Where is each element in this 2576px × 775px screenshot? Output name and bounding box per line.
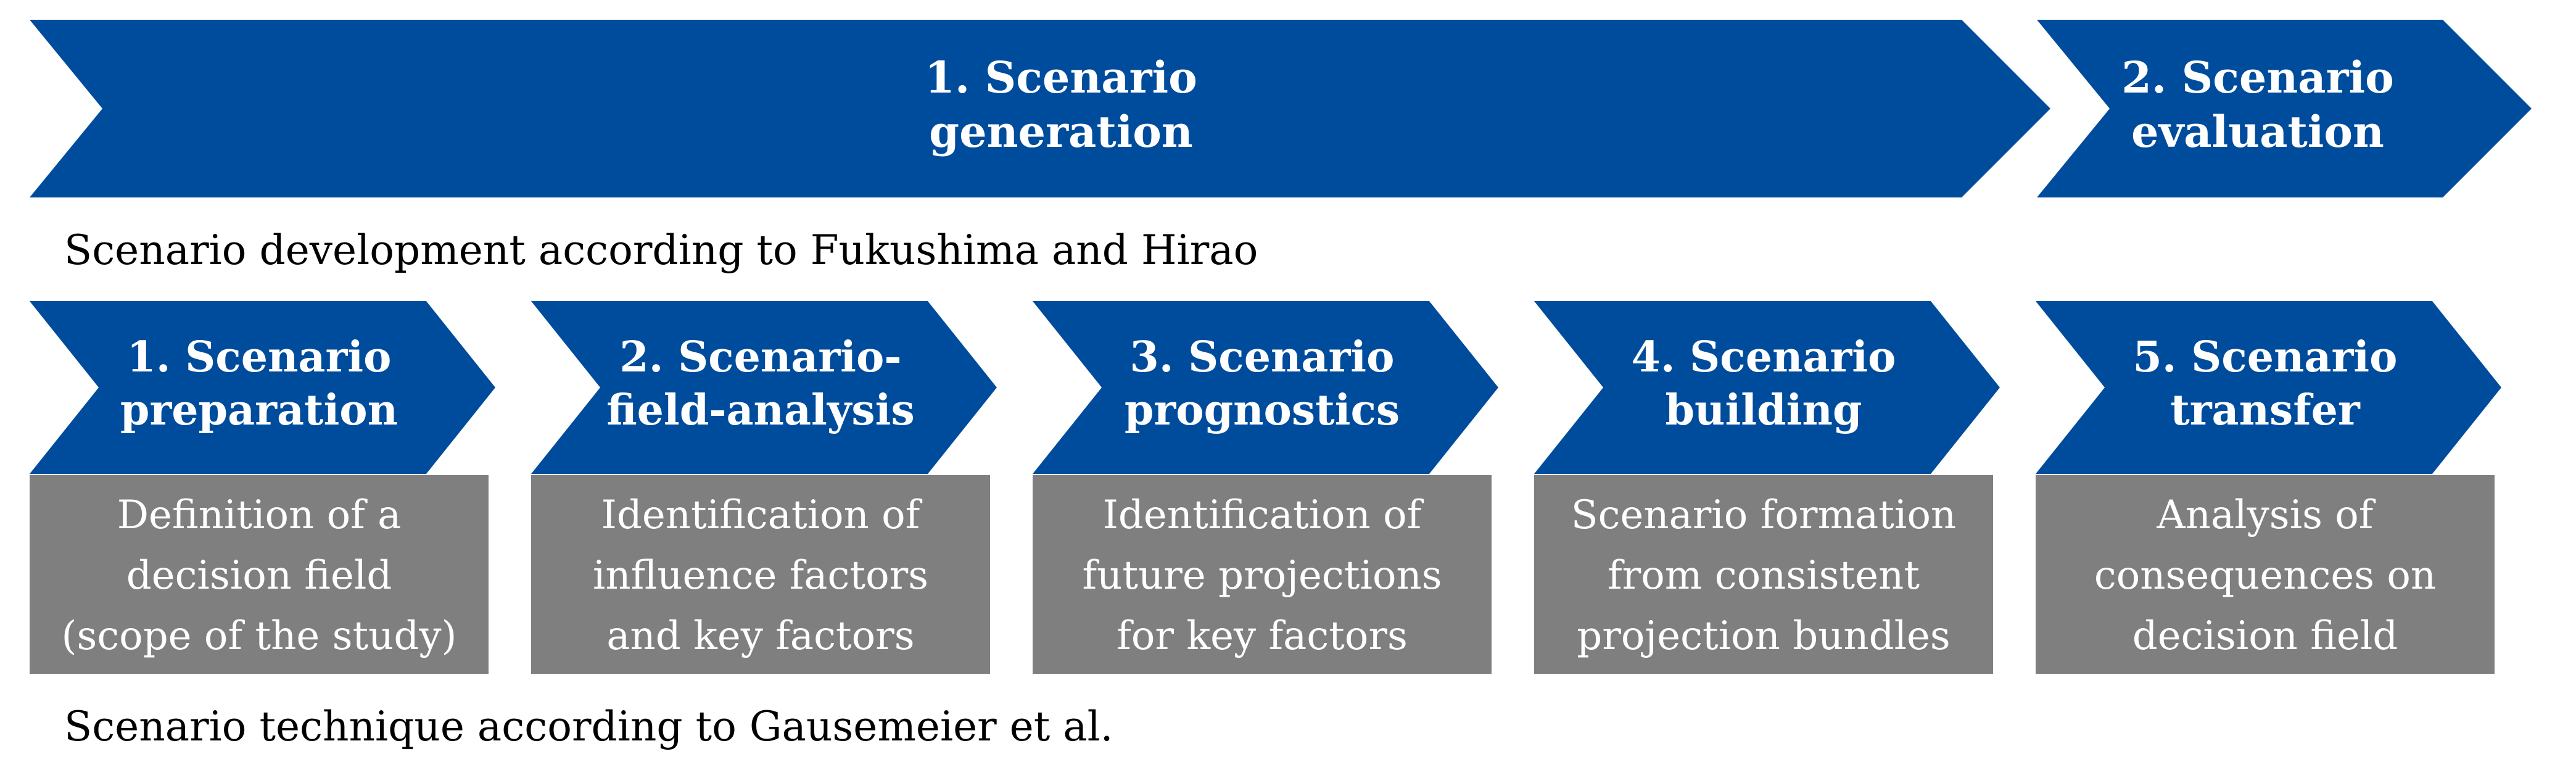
step-description-line: Identification of	[1103, 492, 1424, 538]
step-title-line: 1. Scenario	[127, 333, 392, 382]
step-description-box	[30, 475, 489, 674]
step-chevron	[1534, 301, 2000, 474]
step-description-line: consequences on	[2094, 553, 2436, 599]
step-description-line: decision field	[126, 553, 392, 599]
step-description-line: for key factors	[1117, 613, 1408, 659]
step-description-line: Identification of	[601, 492, 923, 538]
step-title-line: 3. Scenario	[1130, 333, 1395, 382]
step-title: 2. Scenario-field-analysis	[606, 333, 915, 435]
step-title-line: transfer	[2170, 386, 2361, 435]
step-description-box	[1033, 475, 1492, 674]
step-title-line: 5. Scenario	[2133, 333, 2398, 382]
step-description: Analysis of consequences on decision field	[2094, 492, 2436, 659]
step-description-line: Analysis of	[2157, 492, 2376, 538]
step-description-line: influence factors	[593, 553, 928, 599]
step-description: Scenario formation from consistent project…	[1571, 492, 1956, 659]
step-description-line: and key factors	[606, 613, 914, 659]
step-chevron	[2036, 301, 2501, 474]
step-chevron	[531, 301, 997, 474]
chevron-label-line: 1. Scenario	[925, 52, 1197, 103]
step-description-box	[1534, 475, 1993, 674]
chevron-label-line: generation	[929, 106, 1193, 157]
step-title-line: 2. Scenario-	[619, 333, 901, 382]
step-description-line: Scenario formation	[1571, 492, 1956, 538]
step-description-line: projection bundles	[1577, 613, 1951, 659]
step-title-line: field-analysis	[606, 386, 915, 435]
step-description-box	[531, 475, 990, 674]
chevron-label-line: 2. Scenario	[2121, 52, 2394, 103]
step-description-line: from consistent	[1608, 553, 1920, 599]
chevron-scenario-generation	[30, 20, 2050, 197]
step-title-line: building	[1665, 386, 1862, 435]
step-title-line: prognostics	[1125, 386, 1400, 435]
step-description-line: (scope of the study)	[62, 613, 457, 659]
step-title-line: 4. Scenario	[1632, 333, 1896, 382]
caption-fukushima-hirao: Scenario development according to Fukush…	[64, 226, 1258, 274]
caption-gausemeier: Scenario technique according to Gausemei…	[64, 703, 1113, 750]
chevron-label-line: evaluation	[2131, 106, 2384, 157]
step-chevron	[1033, 301, 1498, 474]
step-description: Identification of influence factors and ke…	[593, 492, 928, 659]
step-description: Identification of future projections for k…	[1082, 492, 1442, 659]
step-chevron	[30, 301, 495, 474]
chevron-scenario-evaluation	[2037, 20, 2532, 197]
step-description-line: Definition of a	[117, 492, 402, 538]
step-description-box	[2036, 475, 2495, 674]
step-description-line: future projections	[1082, 553, 1442, 599]
step-description-line: decision field	[2132, 613, 2398, 659]
step-title-line: preparation	[120, 386, 398, 435]
step-description: Definition of a decision field (scope of t…	[62, 492, 457, 659]
